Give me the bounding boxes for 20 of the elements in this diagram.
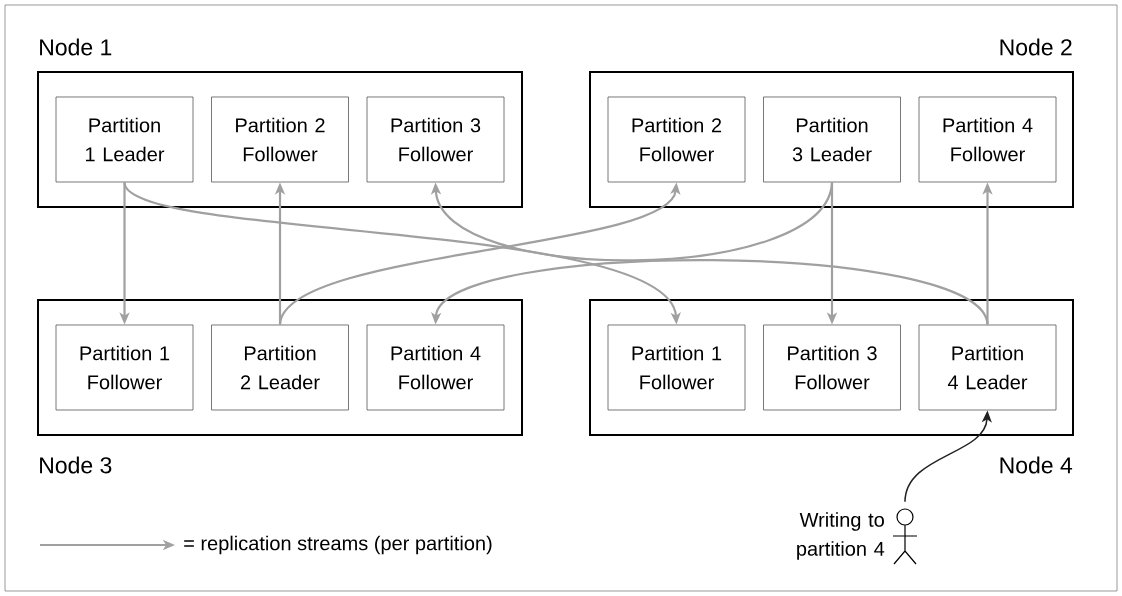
arrow	[430, 182, 834, 262]
person-caption: Writing to partition 4	[797, 512, 885, 560]
person-icon	[892, 508, 918, 565]
partition-box: Partition 2 Follower	[211, 96, 349, 183]
node-heading: Node 2	[1000, 38, 1072, 56]
partition-box: Partition 4 Follower	[366, 324, 505, 411]
node-heading: Node 3	[40, 456, 112, 474]
partition-box: Partition 3 Follower	[366, 96, 505, 183]
node-heading: Node 1	[40, 38, 112, 56]
legend-text: = replication streams (per partition)	[184, 535, 492, 555]
partition-box: Partition 1 Leader	[55, 96, 194, 183]
partition-box: Partition 4 Leader	[918, 324, 1057, 411]
partition-box: Partition 2 Leader	[211, 324, 349, 411]
partition-box: Partition 1 Follower	[607, 324, 746, 411]
partition-box: Partition 2 Follower	[607, 96, 746, 183]
node-heading: Node 4	[1000, 456, 1073, 474]
partition-box: Partition 4 Follower	[918, 96, 1057, 183]
partition-box: Partition 1 Follower	[55, 324, 194, 411]
partition-box: Partition 3 Follower	[763, 324, 901, 411]
partition-box: Partition 3 Leader	[763, 96, 901, 183]
